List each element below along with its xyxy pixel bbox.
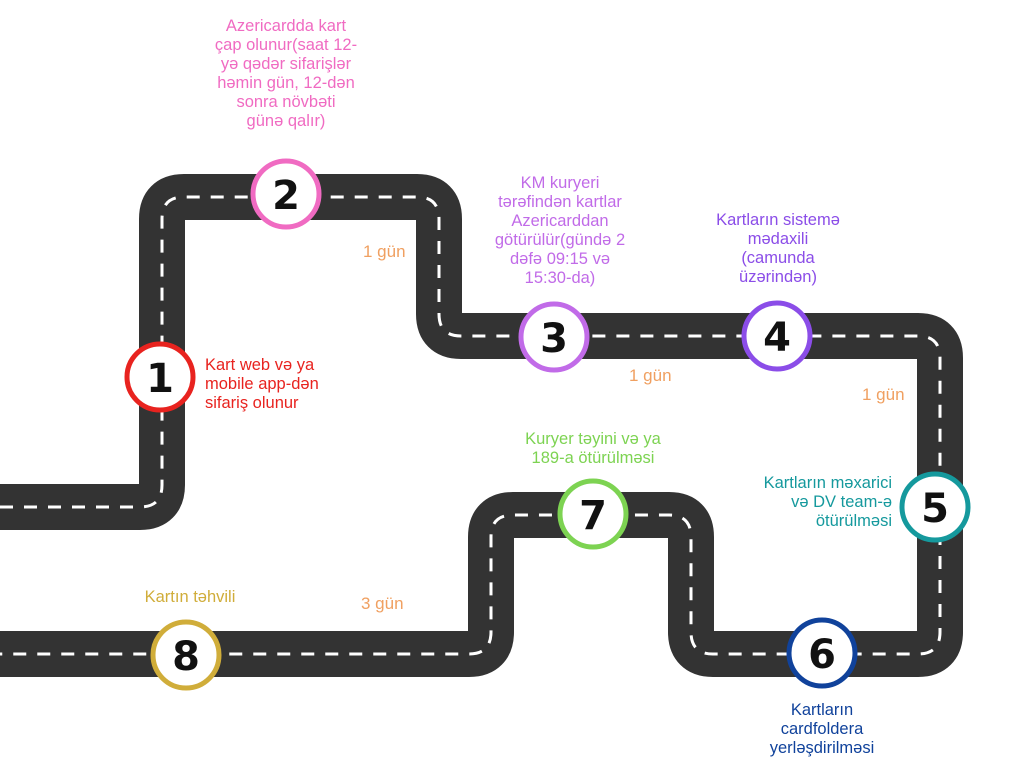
duration-1-gun-step2-3: 1 gün bbox=[363, 242, 406, 261]
step-marker-4: 4 bbox=[741, 300, 813, 372]
step-marker-5: 5 bbox=[899, 471, 971, 543]
step-number-1: 1 bbox=[146, 356, 174, 402]
duration-1-gun-step3-4: 1 gün bbox=[629, 366, 672, 385]
step-number-7: 7 bbox=[579, 493, 607, 539]
step-number-5: 5 bbox=[921, 486, 949, 532]
step-marker-1: 1 bbox=[124, 341, 196, 413]
step-label-8: Kartın təhvili bbox=[144, 588, 236, 606]
step-number-2: 2 bbox=[272, 173, 300, 219]
road-upper-dash bbox=[0, 195, 942, 509]
step-number-6: 6 bbox=[808, 632, 836, 678]
step-marker-6: 6 bbox=[786, 617, 858, 689]
road-lower-dash bbox=[0, 508, 942, 656]
step-marker-7: 7 bbox=[557, 478, 629, 550]
step-marker-2: 2 bbox=[250, 158, 322, 230]
step-number-3: 3 bbox=[540, 316, 568, 362]
duration-3-gun-step7-8: 3 gün bbox=[361, 594, 404, 613]
step-number-8: 8 bbox=[172, 634, 200, 680]
step-marker-3: 3 bbox=[518, 301, 590, 373]
step-number-4: 4 bbox=[763, 315, 791, 361]
step-marker-8: 8 bbox=[150, 619, 222, 691]
duration-1-gun-step4-5: 1 gün bbox=[862, 385, 905, 404]
